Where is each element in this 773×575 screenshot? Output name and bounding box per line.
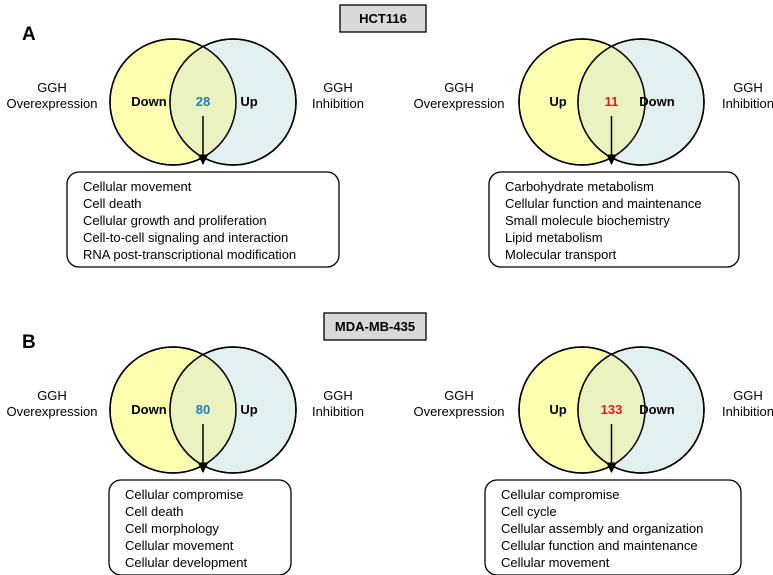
pathway-item: Carbohydrate metabolism	[505, 179, 654, 194]
venn-right-word: Down	[639, 94, 674, 109]
venn-outline-left	[518, 346, 646, 474]
side-label-right-line1: GGH	[733, 80, 763, 95]
venn-overlap	[170, 347, 236, 473]
pathway-item: RNA post-transcriptional modification	[83, 247, 296, 262]
side-label-right-line2: Inhibition	[722, 404, 773, 419]
pathway-item: Cellular movement	[83, 179, 192, 194]
venn-overlap-count: 80	[196, 402, 210, 417]
pathway-box	[66, 171, 340, 268]
venn-overlap	[578, 347, 645, 473]
side-label-right-line2: Inhibition	[722, 96, 773, 111]
side-label-right-line1: GGH	[323, 388, 353, 403]
pathway-item: Cellular movement	[125, 538, 234, 553]
pathway-item: Cellular compromise	[125, 487, 243, 502]
venn-overlap	[170, 39, 236, 165]
side-label-left-line2: Overexpression	[413, 96, 504, 111]
side-label-left-line2: Overexpression	[413, 404, 504, 419]
venn-outline-right	[169, 38, 297, 166]
pathway-item: Cellular growth and proliferation	[83, 213, 267, 228]
pathway-item: Lipid metabolism	[505, 230, 603, 245]
venn-left-word: Up	[549, 402, 566, 417]
side-label-right-line1: GGH	[733, 388, 763, 403]
pathway-item: Cell-to-cell signaling and interaction	[83, 230, 288, 245]
venn-overlap-count: 28	[196, 94, 210, 109]
side-label-left-line1: GGH	[37, 80, 67, 95]
pathway-item: Small molecule biochemistry	[505, 213, 670, 228]
panel-letter: A	[22, 24, 36, 45]
cell-line-title-box	[323, 312, 427, 341]
side-label-left-line1: GGH	[444, 80, 474, 95]
venn-left-word: Down	[131, 94, 166, 109]
cell-line-title-box	[339, 4, 427, 33]
pathway-item: Cellular compromise	[501, 487, 619, 502]
venn-outline-left	[518, 38, 646, 166]
venn-overlap-count: 133	[601, 402, 623, 417]
pathway-item: Cellular function and maintenance	[501, 538, 698, 553]
side-label-left-line2: Overexpression	[6, 96, 97, 111]
pathway-box	[484, 479, 742, 575]
pathway-item: Cell death	[83, 196, 142, 211]
pathway-item: Cell death	[125, 504, 184, 519]
side-label-left-line2: Overexpression	[6, 404, 97, 419]
venn-right-word: Up	[240, 402, 257, 417]
venn-outline-right	[577, 346, 705, 474]
venn-outline-left	[109, 346, 237, 474]
pathway-item: Molecular transport	[505, 247, 617, 262]
venn-right-word: Up	[240, 94, 257, 109]
side-label-right-line2: Inhibition	[312, 96, 364, 111]
venn-right-word: Down	[639, 402, 674, 417]
cell-line-title: HCT116	[359, 11, 407, 26]
cell-line-title: MDA-MB-435	[335, 319, 415, 334]
panel-letter: B	[22, 332, 36, 353]
venn-overlap-count: 11	[605, 94, 619, 109]
pathway-item: Cell cycle	[501, 504, 557, 519]
venn-left-word: Down	[131, 402, 166, 417]
venn-outline-right	[169, 346, 297, 474]
pathway-box	[108, 479, 292, 575]
venn-outline-left	[109, 38, 237, 166]
side-label-left-line1: GGH	[444, 388, 474, 403]
venn-overlap	[578, 39, 645, 165]
side-label-right-line2: Inhibition	[312, 404, 364, 419]
pathway-item: Cellular movement	[501, 555, 610, 570]
side-label-left-line1: GGH	[37, 388, 67, 403]
side-label-right-line1: GGH	[323, 80, 353, 95]
pathway-box	[488, 171, 740, 268]
pathway-item: Cell morphology	[125, 521, 219, 536]
pathway-item: Cellular function and maintenance	[505, 196, 702, 211]
pathway-item: Cellular assembly and organization	[501, 521, 703, 536]
pathway-item: Cellular development	[125, 555, 248, 570]
venn-left-word: Up	[549, 94, 566, 109]
venn-outline-right	[577, 38, 705, 166]
